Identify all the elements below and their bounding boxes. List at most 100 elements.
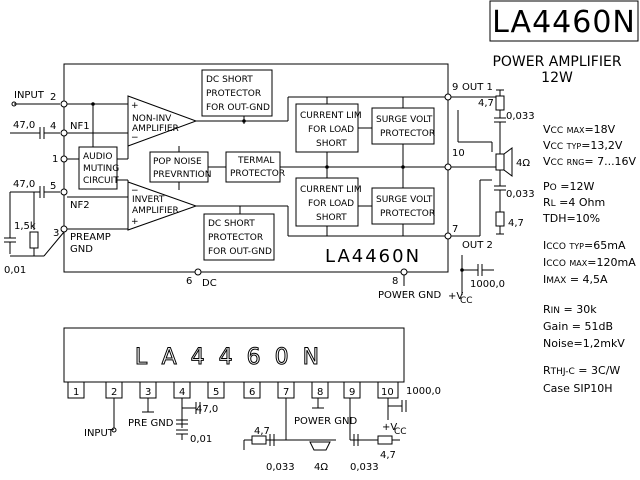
non-inv-label: NON-INV [132,114,172,124]
speaker-b [309,441,331,451]
package-name: LA4460N [135,345,333,370]
c-0033-top-label: 0,033 [506,111,535,122]
b-c-1000-label: 1000,0 [406,386,441,397]
svg-text:−: − [131,186,139,196]
surge-top-label-2: PROTECTOR [380,129,435,139]
nf2-label: NF2 [70,200,90,211]
r-47-bot-label: 4,7 [508,218,524,229]
c-47-a-label: 47,0 [13,120,35,131]
pin-10 [444,163,452,171]
pkg-pin-7: 7 [283,387,289,398]
current-lim-bottom-label-2: FOR LOAD [308,199,354,209]
b-resistor-4-7-b [377,435,393,445]
invert-label-2: AMPLIFIER [132,206,179,216]
pkg-pin-4: 4 [179,387,185,398]
r-47-top-label: 4,7 [478,98,494,109]
spec-gain: Gain = 51dB [543,320,613,333]
pin-4 [60,129,68,137]
pin-7-label: 7 [452,224,458,235]
pkg-pin-5: 5 [213,387,219,398]
pop-noise-label-2: PREVRNTION [153,170,211,180]
nf1-label: NF1 [70,121,90,132]
invert-label: INVERT [132,195,165,205]
pin-10-label: 10 [452,148,465,159]
b-speaker-label: 4Ω [314,462,328,473]
b-c-001-label: 0,01 [190,434,212,445]
package-body [63,327,405,383]
spec-rin: RIN = 30k [543,303,597,316]
spec-case: Case SIP10H [543,382,613,395]
r-1k5-label: 1,5k [14,221,36,232]
vcc-sub-label: CC [460,296,473,306]
spec-list: VCC MAX=18V VCC TYP=13,2V VCC RNG= 7...1… [542,123,637,395]
pin-5-label: 5 [50,181,56,192]
pin-2-label: 2 [50,92,56,103]
pin-1-label: 1 [52,154,58,165]
spec-rthj: RTHJ-C = 3C/W [543,364,620,377]
audio-muting-label-3: CIRCUIT [83,176,119,186]
dc-short-top-label-3: FOR OUT-GND [206,103,270,113]
pin-3-label: 3 [53,228,59,239]
pin-7 [444,232,452,240]
dc-short-bottom-label: DC SHORT [208,219,255,229]
input-label: INPUT [14,90,45,101]
out2-label: OUT 2 [462,240,493,251]
current-lim-top-label: CURRENT LIM [300,111,362,121]
spec-vcc-rng: VCC RNG= 7...16V [543,155,637,168]
c-1000-label: 1000,0 [470,279,505,290]
subtitle-text: POWER AMPLIFIER [492,54,621,70]
pin-1 [60,155,68,163]
dc-short-bottom-label-2: PROTECTOR [208,233,263,243]
pkg-pin-10: 10 [381,387,394,398]
pin-6 [194,268,202,276]
pin-5 [60,188,68,196]
spec-vcc-typ: VCC TYP=13,2V [543,139,623,152]
current-lim-bottom-label-3: SHORT [316,213,347,223]
spec-icco-typ: ICCO TYP=65mA [543,239,626,252]
pin-9 [444,93,452,101]
out1-label: OUT 1 [462,82,493,93]
ic-name: LA4460N [325,246,421,267]
current-lim-top-label-3: SHORT [316,139,347,149]
pre-gnd-label: PRE GND [128,418,174,429]
thermal-label-2: PROTECTOR [230,169,285,179]
dc-short-top-label-2: PROTECTOR [206,89,261,99]
c-0033-bot-label: 0,033 [506,189,535,200]
b-r-47-a-label: 4,7 [254,426,270,437]
pkg-pin-8: 8 [317,387,323,398]
dc-short-bottom-label-3: FOR OUT-GND [208,247,272,257]
pin-8 [400,268,408,276]
svg-text:+: + [131,101,139,111]
spec-vcc-max: VCC MAX=18V [543,123,616,136]
pin-3 [60,225,68,233]
surge-top-label: SURGE VOLT [376,115,433,125]
non-inv-amplifier [127,95,198,147]
dc-short-top-label: DC SHORT [206,75,253,85]
non-inv-label-2: AMPLIFIER [132,124,179,134]
input-b-label: INPUT [84,428,115,439]
b-r-47-b-label: 4,7 [380,450,396,461]
pkg-pin-9: 9 [349,387,355,398]
vcc-b-label: +V [382,422,397,433]
pop-noise-prevention [149,151,209,183]
resistor-4-7-bottom [495,211,505,227]
dc-label: DC [202,278,217,289]
pkg-pin-1: 1 [73,387,79,398]
current-limiter-bottom [295,177,359,227]
title-box [489,0,639,42]
speaker-label: 4Ω [516,158,530,169]
audio-muting-label-2: MUTING [83,164,119,174]
subtitle-power: 12W [541,70,573,86]
preamp-gnd-label-2: GND [70,244,93,255]
surge-bottom-label: SURGE VOLT [376,195,433,205]
b-c-47-label: 47,0 [196,404,218,415]
package-pins: 1 2 3 4 5 6 7 8 9 10 [67,381,399,399]
pkg-pin-6: 6 [249,387,255,398]
surge-bottom-label-2: PROTECTOR [380,209,435,219]
pop-noise-label: POP NOISE [153,157,202,167]
spec-tdh: TDH=10% [542,212,600,225]
power-gnd-b-label: POWER GND [294,416,357,427]
resistor-4-7-top [495,95,505,111]
current-limiter-top [295,103,359,153]
